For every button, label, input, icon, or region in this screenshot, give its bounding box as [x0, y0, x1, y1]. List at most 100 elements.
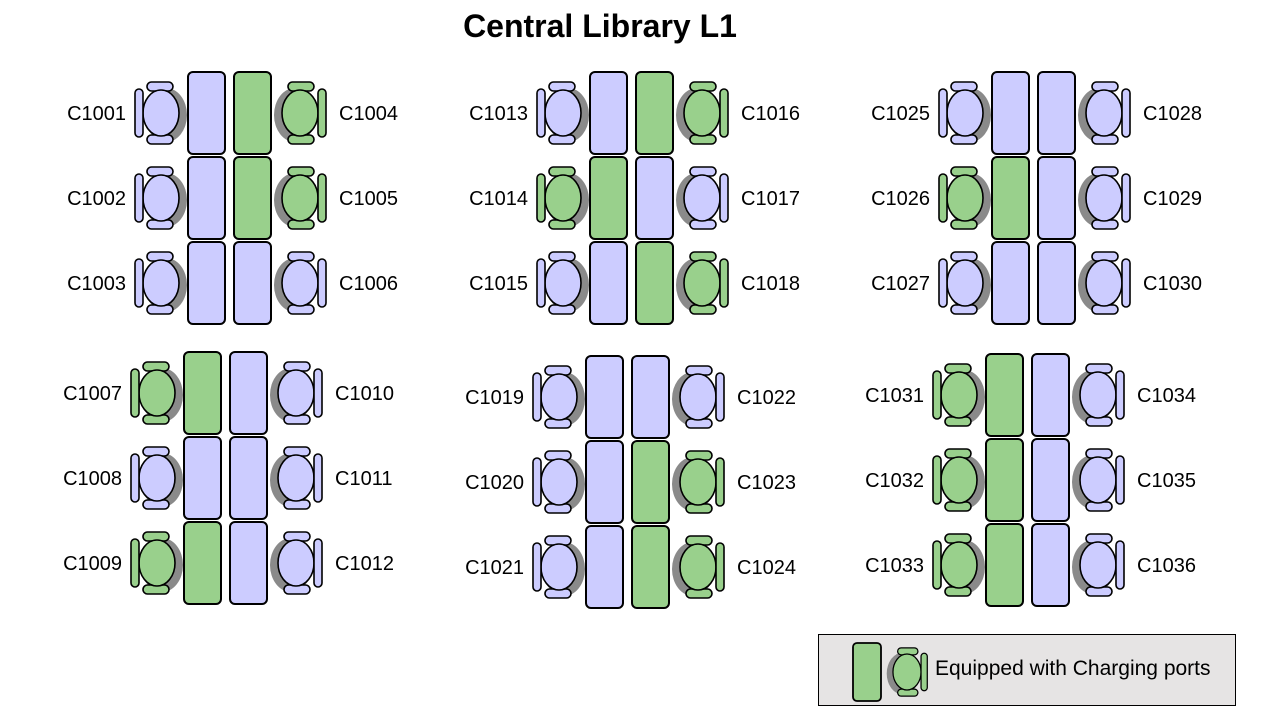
- chair-icon: [536, 166, 589, 230]
- chair-icon: [1072, 363, 1125, 427]
- seat-label: C1023: [737, 472, 796, 494]
- chair-icon: [938, 251, 991, 315]
- seat-label: C1026: [871, 188, 930, 210]
- chair-icon: [134, 166, 187, 230]
- seat-c1002[interactable]: C1002: [67, 156, 226, 240]
- seat-c1035[interactable]: C1035: [1031, 438, 1196, 522]
- desk: [991, 241, 1030, 325]
- seat-c1031[interactable]: C1031: [865, 353, 1024, 437]
- desk: [187, 71, 226, 155]
- desk: [985, 523, 1024, 607]
- chair-icon: [536, 251, 589, 315]
- chair-icon: [672, 535, 725, 599]
- chair-icon: [932, 533, 985, 597]
- chair-icon: [1078, 251, 1131, 315]
- chair-icon: [130, 361, 183, 425]
- seat-label: C1024: [737, 557, 796, 579]
- seat-c1020[interactable]: C1020: [465, 440, 624, 524]
- desk: [1031, 353, 1070, 437]
- chair-icon: [130, 531, 183, 595]
- legend-label: Equipped with Charging ports: [935, 657, 1211, 680]
- desk: [631, 440, 670, 524]
- desk: [589, 71, 628, 155]
- seat-label: C1022: [737, 387, 796, 409]
- seat-c1013[interactable]: C1013: [469, 71, 628, 155]
- seat-label: C1008: [63, 468, 122, 490]
- desk: [991, 156, 1030, 240]
- chair-icon: [1078, 166, 1131, 230]
- seat-c1007[interactable]: C1007: [63, 351, 222, 435]
- seat-c1032[interactable]: C1032: [865, 438, 1024, 522]
- desk: [631, 355, 670, 439]
- chair-icon: [274, 166, 327, 230]
- desk: [1037, 156, 1076, 240]
- seat-c1027[interactable]: C1027: [871, 241, 1030, 325]
- desk: [585, 525, 624, 609]
- seat-label: C1018: [741, 273, 800, 295]
- seat-label: C1034: [1137, 385, 1196, 407]
- seat-c1001[interactable]: C1001: [67, 71, 226, 155]
- seat-label: C1012: [335, 553, 394, 575]
- seat-label: C1031: [865, 385, 924, 407]
- seat-c1023[interactable]: C1023: [631, 440, 796, 524]
- seat-label: C1021: [465, 557, 524, 579]
- chair-icon: [134, 251, 187, 315]
- seat-c1010[interactable]: C1010: [229, 351, 394, 435]
- desk: [585, 355, 624, 439]
- seat-label: C1036: [1137, 555, 1196, 577]
- seat-label: C1030: [1143, 273, 1202, 295]
- seat-label: C1006: [339, 273, 398, 295]
- chair-icon: [130, 446, 183, 510]
- desk: [233, 71, 272, 155]
- desk: [589, 241, 628, 325]
- seat-c1029[interactable]: C1029: [1037, 156, 1202, 240]
- seat-c1014[interactable]: C1014: [469, 156, 628, 240]
- seat-label: C1019: [465, 387, 524, 409]
- seat-c1033[interactable]: C1033: [865, 523, 1024, 607]
- seat-c1005[interactable]: C1005: [233, 156, 398, 240]
- chair-icon: [274, 251, 327, 315]
- desk: [631, 525, 670, 609]
- seat-c1008[interactable]: C1008: [63, 436, 222, 520]
- seat-c1017[interactable]: C1017: [635, 156, 800, 240]
- seat-c1034[interactable]: C1034: [1031, 353, 1196, 437]
- seat-c1025[interactable]: C1025: [871, 71, 1030, 155]
- seat-c1022[interactable]: C1022: [631, 355, 796, 439]
- chair-icon: [938, 166, 991, 230]
- seat-label: C1011: [335, 468, 392, 490]
- seat-c1021[interactable]: C1021: [465, 525, 624, 609]
- seat-label: C1014: [469, 188, 528, 210]
- seat-c1015[interactable]: C1015: [469, 241, 628, 325]
- chair-icon: [932, 448, 985, 512]
- chair-icon: [676, 166, 729, 230]
- seat-c1004[interactable]: C1004: [233, 71, 398, 155]
- seat-c1030[interactable]: C1030: [1037, 241, 1202, 325]
- page-title: Central Library L1: [463, 8, 737, 44]
- seat-c1011[interactable]: C1011: [229, 436, 392, 520]
- seat-label: C1032: [865, 470, 924, 492]
- seat-c1009[interactable]: C1009: [63, 521, 222, 605]
- chair-icon: [676, 81, 729, 145]
- seat-c1016[interactable]: C1016: [635, 71, 800, 155]
- seat-c1036[interactable]: C1036: [1031, 523, 1196, 607]
- seat-c1018[interactable]: C1018: [635, 241, 800, 325]
- seat-label: C1009: [63, 553, 122, 575]
- seat-c1028[interactable]: C1028: [1037, 71, 1202, 155]
- desk: [233, 241, 272, 325]
- seat-c1024[interactable]: C1024: [631, 525, 796, 609]
- desk: [233, 156, 272, 240]
- seat-c1003[interactable]: C1003: [67, 241, 226, 325]
- seat-c1026[interactable]: C1026: [871, 156, 1030, 240]
- seat-c1019[interactable]: C1019: [465, 355, 624, 439]
- desk: [1031, 523, 1070, 607]
- desk: [229, 521, 268, 605]
- desk: [635, 156, 674, 240]
- desk: [1037, 71, 1076, 155]
- charging-desk-icon: [852, 642, 928, 702]
- seat-c1006[interactable]: C1006: [233, 241, 398, 325]
- seat-label: C1028: [1143, 103, 1202, 125]
- seat-c1012[interactable]: C1012: [229, 521, 394, 605]
